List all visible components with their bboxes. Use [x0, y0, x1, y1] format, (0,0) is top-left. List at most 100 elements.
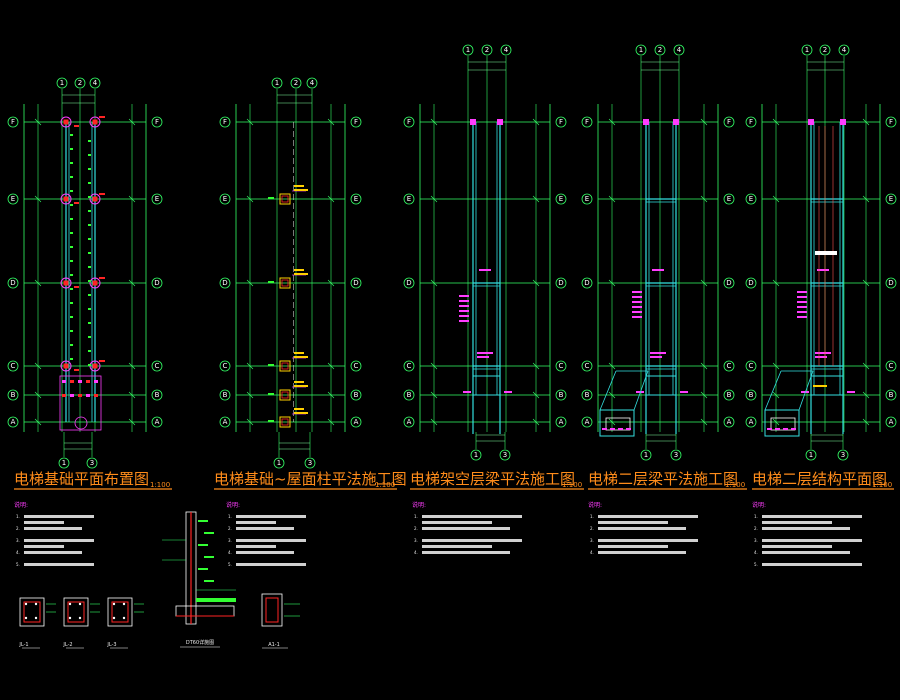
note-text-line [598, 545, 668, 548]
axis-bubble: F [7, 116, 19, 128]
axis-bubble: A [555, 416, 567, 428]
shaft-tick [88, 266, 91, 268]
dimension-tick [862, 362, 870, 370]
column-marker [63, 280, 69, 286]
note-item: 1. [754, 514, 758, 519]
axis-bubble-circle [151, 116, 163, 128]
axis-bubble: F [745, 116, 757, 128]
axis-bubble-circle [290, 77, 302, 89]
axis-bubble: E [555, 193, 567, 205]
pile-cap-circle [60, 277, 72, 289]
rebar-dot [112, 602, 116, 606]
axis-bubble: A [7, 416, 19, 428]
axis-bubble: D [745, 277, 757, 289]
shaft-tick [70, 176, 73, 178]
notes-block: 说明:1. 2. 3. 4. [412, 501, 522, 555]
beam-annotation [477, 356, 489, 358]
axis-bubble: 3 [86, 457, 98, 469]
axis-bubble: 2 [74, 77, 86, 89]
canopy-annotation [783, 428, 788, 430]
axis-label: A [223, 418, 228, 426]
axis-label: B [223, 391, 228, 399]
column-tag [294, 412, 308, 414]
axis-label: E [749, 195, 753, 203]
beam-annotation [817, 269, 829, 271]
notes-title: 说明: [588, 501, 602, 509]
axis-bubble-circle [885, 416, 897, 428]
axis-label: 1 [277, 459, 281, 467]
pit-detail-mark [78, 380, 82, 383]
dimension-tick [608, 418, 616, 426]
beam-annotation [652, 269, 664, 271]
dimension-tick [327, 118, 335, 126]
axis-label: C [889, 362, 894, 370]
axis-bubble: E [885, 193, 897, 205]
axis-label: 3 [503, 451, 507, 459]
note-text-line [236, 527, 294, 530]
axis-label: 4 [842, 46, 847, 54]
axis-bubble: E [723, 193, 735, 205]
dimension-tick [430, 391, 438, 399]
dimension-tick [128, 391, 136, 399]
axis-label: A [11, 418, 16, 426]
beam-annotation [459, 310, 469, 312]
axis-bubble-circle [403, 277, 415, 289]
shaft-tick [70, 260, 73, 262]
axis-bubble: 3 [499, 449, 511, 461]
axis-bubble: D [581, 277, 593, 289]
pile-cap-circle [89, 277, 101, 289]
axis-label: A [407, 418, 412, 426]
rebar-dot [112, 616, 116, 620]
note-item: 2. [414, 526, 418, 531]
beam-annotation [632, 296, 642, 298]
axis-bubble-circle [58, 457, 70, 469]
axis-bubble: B [350, 389, 362, 401]
section-a-detail: A1-1 [261, 593, 300, 649]
axis-bubble: F [581, 116, 593, 128]
wall-annotation [198, 520, 208, 522]
note-text-line [24, 545, 64, 548]
axis-label: 2 [658, 46, 662, 54]
rebar-dot [34, 616, 38, 620]
axis-bubble: C [745, 360, 757, 372]
axis-bubble-circle [885, 277, 897, 289]
rebar-marker [74, 125, 79, 127]
shaft-tick [88, 336, 91, 338]
shaft-tick [70, 190, 73, 192]
column-tag [268, 281, 274, 283]
axis-bubble-circle [555, 277, 567, 289]
column-marker [497, 119, 503, 125]
dimension-tick [772, 118, 780, 126]
rebar-dot [122, 602, 126, 606]
column-marker [673, 119, 679, 125]
axis-bubble-circle [745, 277, 757, 289]
pit-detail-mark [62, 394, 66, 397]
axis-bubble-circle [74, 77, 86, 89]
panel-title: 电梯基础~屋面柱平法施工图 [214, 470, 407, 488]
beam-annotation [477, 352, 493, 354]
shaft-tick [70, 302, 73, 304]
axis-bubble-circle [801, 44, 813, 56]
axis-bubble: A [745, 416, 757, 428]
note-item: 1. [16, 514, 20, 519]
dimension-tick [430, 279, 438, 287]
shaft-tick [70, 204, 73, 206]
note-item: 2. [590, 526, 594, 531]
axis-label: E [889, 195, 893, 203]
axis-bubble: F [151, 116, 163, 128]
beam-annotation [459, 295, 469, 297]
axis-bubble-circle [723, 389, 735, 401]
notes-title: 说明: [14, 501, 28, 509]
axis-label: F [407, 118, 411, 126]
note-text-line [24, 515, 94, 518]
axis-bubble: E [219, 193, 231, 205]
column-section [279, 277, 291, 289]
axis-label: 2 [78, 79, 82, 87]
dimension-tick [128, 418, 136, 426]
axis-bubble-circle [723, 360, 735, 372]
